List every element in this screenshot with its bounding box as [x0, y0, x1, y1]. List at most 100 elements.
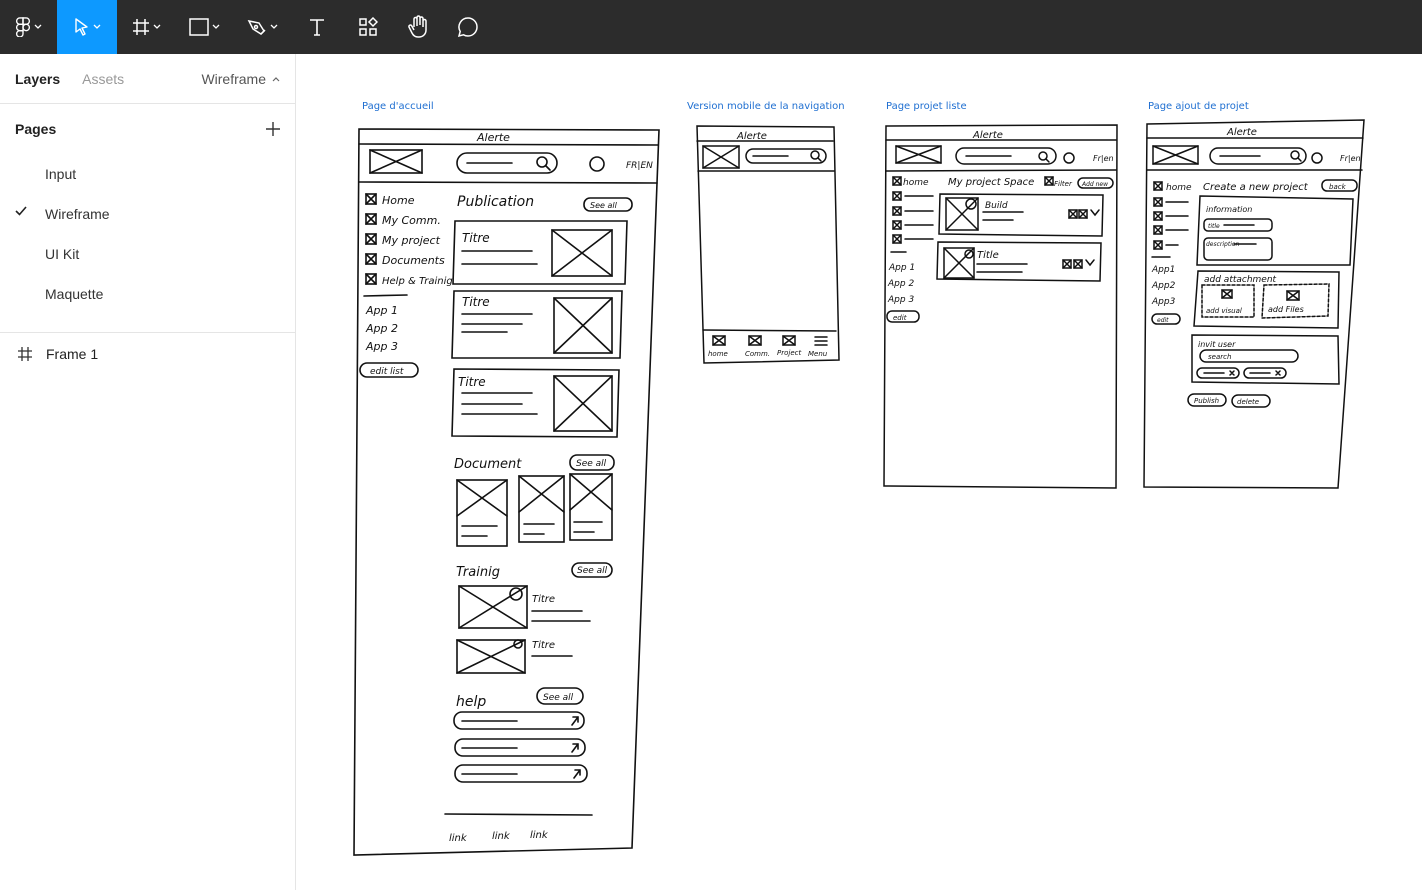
sketch-add-publish: Publish [1194, 397, 1219, 405]
sketch-nav-home: Home [382, 194, 415, 207]
comment-tool-button[interactable] [443, 0, 493, 54]
sketch-add-field-desc: description [1206, 241, 1240, 248]
chevron-down-icon [93, 24, 100, 29]
sketch-mobile-tabbar [712, 335, 828, 346]
sketch-train-titre-2: Titre [532, 640, 555, 651]
wireframe-sketch-list[interactable]: Alerte Fr|en home My project Space Filte… [881, 124, 1121, 494]
layer-item-label: Frame 1 [46, 346, 99, 362]
sketch-mobile-tab-project: Project [777, 349, 801, 357]
page-item-maquette[interactable]: Maquette [0, 274, 295, 314]
frame-label-mobile[interactable]: Version mobile de la navigation [687, 101, 845, 112]
sketch-mobile-alert: Alerte [736, 131, 767, 142]
current-page-selector[interactable]: Wireframe [201, 71, 280, 87]
sketch-nav-comm: My Comm. [382, 214, 441, 227]
sketch-add-information: information [1206, 205, 1252, 214]
sketch-add-search: search [1208, 353, 1231, 361]
sketch-list-filter: Filter [1054, 180, 1073, 188]
frame-icon [18, 347, 32, 361]
sketch-list-app-1: App 1 [888, 263, 915, 273]
page-item-label: UI Kit [45, 246, 80, 262]
wireframe-sketch-home[interactable]: Alerte FR|EN Home My Comm. My project Do… [352, 126, 662, 861]
layer-item-frame-1[interactable]: Frame 1 [0, 333, 295, 375]
sketch-mobile-tab-comm: Comm. [745, 350, 770, 358]
left-sidebar: Layers Assets Wireframe Pages Input Wire… [0, 54, 296, 890]
sketch-nav-help: Help & Trainig [382, 276, 453, 287]
pen-icon [247, 19, 266, 35]
page-item-input[interactable]: Input [0, 154, 295, 194]
sketch-list-title: My project Space [948, 177, 1034, 188]
page-item-ui-kit[interactable]: UI Kit [0, 234, 295, 274]
chevron-down-icon [270, 24, 277, 29]
wireframe-sketch-add[interactable]: Alerte Fr|en home Create a new project b… [1142, 118, 1372, 496]
sketch-list-build: Build [985, 201, 1008, 211]
sketch-list-alert: Alerte [972, 130, 1003, 141]
sketch-add-delete: delete [1237, 398, 1259, 406]
frame-label-home[interactable]: Page d'accueil [362, 101, 434, 112]
sketch-add-form [1187, 195, 1354, 408]
main-menu-button[interactable] [0, 0, 57, 54]
sketch-add-invite: invit user [1198, 340, 1236, 349]
sketch-see-all-4: See all [543, 693, 574, 703]
rectangle-icon [188, 18, 209, 36]
chevron-down-icon [212, 24, 219, 29]
chevron-down-icon [34, 24, 42, 29]
sketch-add-edit: edit [1157, 317, 1169, 324]
sketch-add-back: back [1329, 183, 1347, 191]
sketch-list-app-3: App 3 [887, 295, 914, 305]
wireframe-sketch-mobile[interactable]: Alerte home Comm. Project Menu [693, 124, 843, 369]
sketch-lang-label: FR|EN [626, 161, 653, 171]
add-page-button[interactable] [266, 118, 280, 140]
sketch-add-title: Create a new project [1203, 182, 1309, 193]
sketch-list-add-new: Add new [1081, 181, 1108, 188]
sketch-see-all-1: See all [590, 201, 618, 210]
page-item-label: Wireframe [45, 206, 110, 222]
move-tool-button[interactable] [57, 0, 117, 54]
sketch-list-edit: edit [893, 314, 907, 322]
cursor-arrow-icon [74, 18, 88, 36]
sketch-nav [365, 193, 377, 285]
sketch-app-3: App 3 [365, 340, 398, 353]
sketch-list-item-title: Title [977, 250, 999, 261]
shape-tool-button[interactable] [175, 0, 233, 54]
sketch-add-app-1: App1 [1151, 265, 1175, 275]
chevron-down-icon [153, 24, 160, 29]
toolbar [0, 0, 1422, 54]
sketch-nav-documents: Documents [382, 254, 445, 267]
pages-title: Pages [15, 121, 57, 137]
page-item-wireframe[interactable]: Wireframe [0, 194, 295, 234]
frame-tool-button[interactable] [117, 0, 175, 54]
sketch-app-2: App 2 [365, 322, 398, 335]
sketch-help-rows [444, 711, 593, 816]
page-item-label: Maquette [45, 286, 104, 302]
sketch-mobile-tab-home: home [708, 350, 728, 358]
sketch-list-cards [936, 193, 1104, 282]
tab-assets[interactable]: Assets [82, 70, 125, 87]
pen-tool-button[interactable] [233, 0, 291, 54]
sketch-link-3: link [530, 830, 549, 841]
sketch-train-titre-1: Titre [532, 594, 555, 605]
sketch-titre-3: Titre [458, 375, 486, 389]
sketch-list-app-2: App 2 [887, 279, 914, 289]
design-canvas[interactable]: Page d'accueil Version mobile de la navi… [297, 54, 1422, 890]
sketch-add-visual: add visual [1206, 307, 1242, 315]
sketch-link-2: link [492, 831, 511, 842]
hand-icon [408, 15, 427, 38]
sketch-mobile-tab-menu: Menu [808, 350, 828, 358]
sketch-add-field-title: title [1208, 223, 1220, 230]
pages-header: Pages [0, 104, 295, 154]
components-icon [359, 17, 378, 36]
tab-layers[interactable]: Layers [15, 70, 61, 87]
sketch-titre-1: Titre [462, 231, 490, 245]
sketch-nav-project: My project [382, 234, 441, 247]
frame-label-add[interactable]: Page ajout de projet [1148, 101, 1249, 112]
current-page-label: Wireframe [201, 70, 266, 87]
frame-label-list[interactable]: Page projet liste [886, 101, 967, 112]
sketch-training: Trainig [456, 565, 500, 580]
sketch-alert-label: Alerte [476, 131, 510, 144]
text-tool-button[interactable] [291, 0, 343, 54]
hand-tool-button[interactable] [393, 0, 443, 54]
sketch-add-files: add Files [1268, 305, 1304, 314]
comment-bubble-icon [457, 17, 478, 38]
resources-button[interactable] [343, 0, 393, 54]
sketch-link-1: link [449, 833, 468, 844]
